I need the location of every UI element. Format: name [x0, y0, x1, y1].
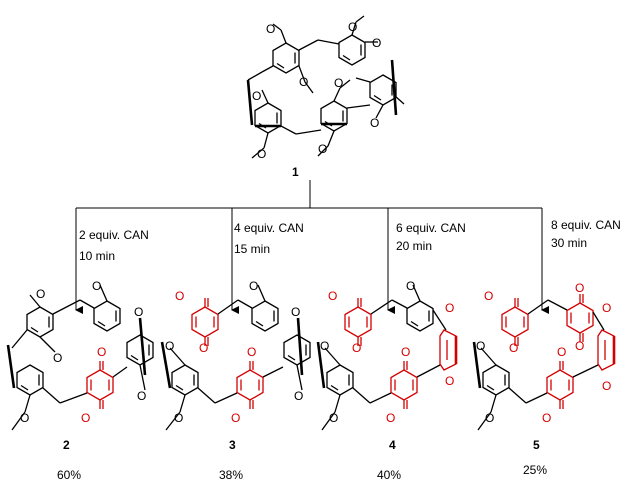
oxygen-label: O: [247, 345, 256, 359]
oxygen-label: O: [174, 411, 183, 425]
compound-5-label: 5: [533, 438, 540, 452]
oxygen-label: O: [320, 339, 329, 353]
compound-2-label: 2: [63, 438, 70, 452]
compound-4-label: 4: [389, 438, 396, 452]
compound-5-yield: 25%: [523, 463, 547, 477]
oxygen-label: O: [476, 339, 485, 353]
reaction-arrows: [75, 180, 549, 314]
oxygen-label: O: [20, 411, 29, 425]
oxygen-label: O: [445, 374, 454, 388]
oxygen-label: O: [36, 287, 45, 301]
oxygen-label: O: [542, 411, 551, 425]
oxygen-label: O: [97, 345, 106, 359]
oxygen-label: O: [602, 301, 611, 315]
oxygen-label: O: [137, 389, 146, 403]
condition-3-reagent: 6 equiv. CAN: [396, 221, 466, 235]
compound-5-structure: O O O O O O O O O O: [472, 281, 616, 431]
condition-1-time: 10 min: [79, 249, 115, 263]
oxygen-label: O: [199, 341, 208, 355]
oxygen-label: O: [81, 411, 90, 425]
compound-3-label: 3: [229, 438, 236, 452]
compound-4-yield: 40%: [377, 468, 401, 482]
compound-2-structure: O O O O O O O O: [6, 279, 154, 431]
condition-3-time: 20 min: [396, 239, 432, 253]
oxygen-label: O: [291, 305, 300, 319]
oxygen-label: O: [485, 411, 494, 425]
oxygen-label: O: [257, 147, 266, 161]
oxygen-label: O: [602, 379, 611, 393]
compound-3-yield: 38%: [219, 468, 243, 482]
compound-1-structure: O O O O O O O O O: [246, 15, 405, 161]
oxygen-label: O: [252, 89, 261, 103]
oxygen-label: O: [175, 289, 184, 303]
condition-4-reagent: 8 equiv. CAN: [551, 218, 621, 232]
oxygen-label: O: [348, 20, 357, 34]
oxygen-label: O: [266, 22, 275, 36]
oxygen-label: O: [249, 279, 258, 293]
oxygen-label: O: [370, 116, 379, 130]
oxygen-label: O: [575, 339, 584, 353]
condition-1-reagent: 2 equiv. CAN: [79, 228, 149, 242]
oxygen-label: O: [134, 305, 143, 319]
oxygen-label: O: [329, 411, 338, 425]
condition-2-reagent: 4 equiv. CAN: [234, 221, 304, 235]
oxygen-label: O: [406, 279, 415, 293]
oxygen-label: O: [294, 389, 303, 403]
oxygen-label: O: [328, 289, 337, 303]
oxygen-label: O: [352, 341, 361, 355]
condition-4-time: 30 min: [551, 236, 587, 250]
oxygen-label: O: [509, 341, 518, 355]
oxygen-label: O: [575, 281, 584, 295]
oxygen-label: O: [318, 142, 327, 156]
compound-2-yield: 60%: [57, 468, 81, 482]
compound-4-structure: O O O O O O O O O: [316, 279, 458, 431]
oxygen-label: O: [92, 279, 101, 293]
oxygen-label: O: [401, 345, 410, 359]
oxygen-label: O: [165, 339, 174, 353]
oxygen-label: O: [386, 411, 395, 425]
oxygen-label: O: [445, 301, 454, 315]
oxygen-label: O: [372, 36, 381, 50]
oxygen-label: O: [299, 75, 308, 89]
compound-1-label: 1: [292, 165, 299, 179]
oxygen-label: O: [231, 411, 240, 425]
oxygen-label: O: [53, 351, 62, 365]
oxygen-label: O: [557, 345, 566, 359]
oxygen-label: O: [334, 76, 343, 90]
condition-2-time: 15 min: [234, 242, 270, 256]
oxygen-label: O: [484, 289, 493, 303]
compound-3-structure: O O O O O O O O O: [160, 279, 311, 431]
